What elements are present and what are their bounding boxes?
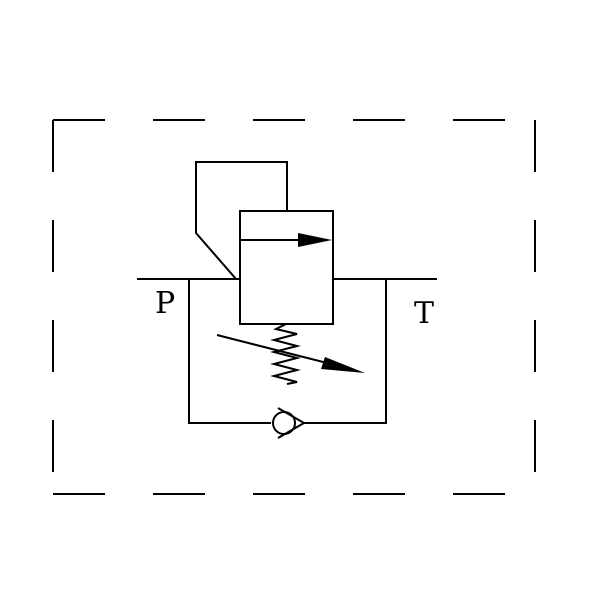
adjust-arrow-head bbox=[321, 357, 365, 373]
valve-body bbox=[239, 210, 334, 325]
flow-arrow-head bbox=[298, 233, 332, 247]
port-label-p: P bbox=[155, 286, 175, 321]
check-valve-seat bbox=[277, 407, 307, 439]
valve-box bbox=[239, 210, 334, 325]
bypass-line-left bbox=[188, 279, 271, 424]
spring-zigzag bbox=[270, 323, 301, 385]
adjustable-spring bbox=[216, 323, 365, 385]
adjust-arrow-shaft bbox=[216, 334, 336, 366]
bypass-line-right bbox=[304, 279, 387, 424]
bypass-circuit bbox=[188, 279, 387, 439]
dashed-enclosure bbox=[52, 119, 536, 495]
port-label-t: T bbox=[414, 296, 434, 331]
pilot-line bbox=[195, 161, 288, 280]
